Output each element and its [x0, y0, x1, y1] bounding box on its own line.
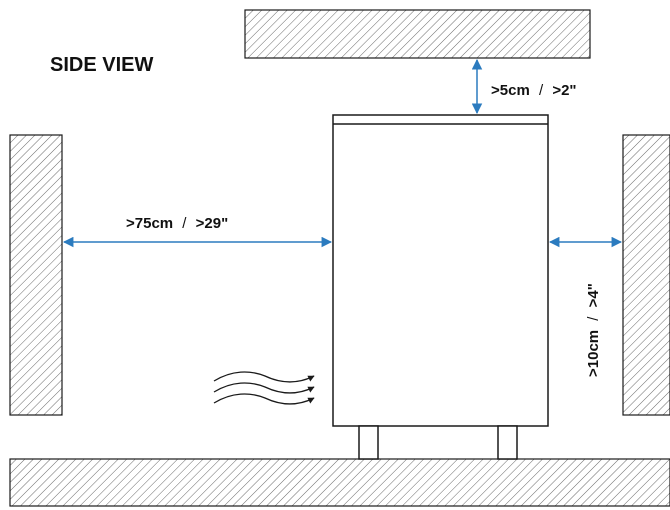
front-wall [10, 135, 62, 415]
airflow-icon [214, 372, 314, 404]
front-clearance-imperial: >29" [196, 215, 229, 232]
back-clearance-label: >10cm / >4" [585, 283, 602, 377]
top-clearance-separator: / [539, 82, 544, 99]
top-clearance-metric: >5cm [491, 82, 530, 99]
front-clearance-metric: >75cm [126, 215, 173, 232]
ceiling-wall [245, 10, 590, 58]
view-title: SIDE VIEW [50, 54, 153, 76]
appliance-body [333, 115, 548, 426]
back-clearance-imperial: >4" [585, 283, 602, 307]
back-wall [623, 135, 670, 415]
front-clearance-label: >75cm / >29" [126, 215, 228, 232]
back-clearance-separator: / [585, 316, 602, 321]
appliance-foot-right [498, 426, 517, 459]
floor [10, 459, 670, 506]
top-clearance-label: >5cm / >2" [491, 82, 577, 99]
appliance [333, 115, 548, 459]
back-clearance-metric: >10cm [585, 330, 602, 377]
top-clearance-imperial: >2" [552, 82, 576, 99]
appliance-foot-left [359, 426, 378, 459]
front-clearance-separator: / [182, 215, 187, 232]
